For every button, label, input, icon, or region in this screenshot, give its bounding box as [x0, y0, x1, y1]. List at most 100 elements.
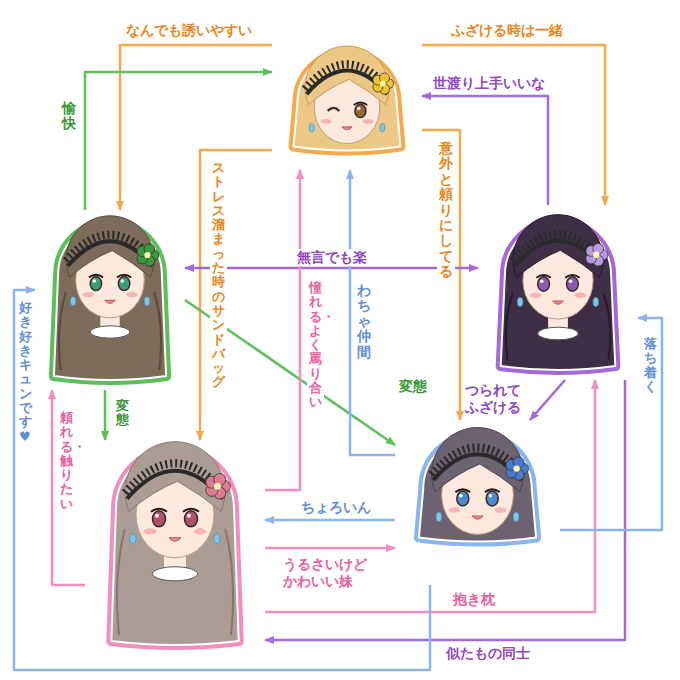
- headband: [515, 241, 601, 266]
- blush: [495, 507, 507, 513]
- blush: [321, 119, 332, 124]
- eye: [185, 511, 198, 527]
- blush: [449, 507, 461, 513]
- earring: [380, 124, 385, 132]
- eye-highlight: [155, 514, 159, 518]
- character-portrait: [85, 440, 265, 655]
- relation-arrow: [530, 380, 565, 420]
- headband: [433, 454, 521, 480]
- relation-label: 世渡り上手いいな: [432, 75, 546, 92]
- bangs: [305, 46, 389, 105]
- relation-label: 憧れる・よく罵り合い: [307, 280, 324, 411]
- flower-center: [214, 483, 221, 490]
- hair-strand: [59, 292, 66, 370]
- relation-arrow: [265, 380, 595, 612]
- relation-label: わちゃ仲間: [355, 282, 373, 361]
- earring: [144, 297, 149, 306]
- blush: [194, 528, 207, 534]
- character-portrait: [272, 35, 422, 170]
- eye-highlight: [357, 107, 360, 110]
- relation-label: なんでも誘いやすい: [125, 22, 253, 39]
- relation-label: 落ち着く: [642, 336, 659, 395]
- relation-label: 頼れる・触りたい: [58, 410, 75, 512]
- relation-label: 変態: [114, 398, 131, 429]
- eye: [486, 491, 498, 506]
- bangs: [432, 428, 524, 492]
- eye: [153, 511, 166, 527]
- collar: [90, 326, 130, 338]
- earring: [436, 512, 442, 521]
- eyelash: [117, 275, 131, 278]
- relation-label: 変態: [398, 378, 428, 395]
- relation-label: ストレス溜まった時のサンドバッグ: [210, 160, 227, 391]
- eyelash: [151, 509, 167, 512]
- relation-arrow: [185, 267, 478, 270]
- eye: [355, 104, 366, 117]
- flower-center: [380, 81, 386, 87]
- hair-strand: [225, 529, 233, 635]
- bangs: [125, 442, 225, 512]
- eye-highlight: [540, 280, 544, 284]
- headband: [68, 241, 152, 266]
- eye-highlight: [92, 279, 96, 283]
- relation-label: ちょろいん: [300, 499, 372, 516]
- relation-label: 似たもの同士: [445, 645, 531, 662]
- blush: [82, 292, 93, 297]
- character-illustration: [85, 440, 265, 655]
- hair-strand: [154, 292, 161, 370]
- flower-center: [593, 252, 599, 258]
- hair-strand: [506, 293, 513, 360]
- relation-arrow: [120, 45, 272, 210]
- relation-label: ふざける時は一緒: [450, 22, 564, 39]
- character-portrait: [478, 205, 638, 380]
- eye: [118, 277, 129, 291]
- relation-arrow: [52, 390, 85, 585]
- earring: [309, 124, 314, 132]
- eye: [457, 491, 469, 506]
- headband: [127, 471, 223, 499]
- earring: [518, 298, 523, 307]
- relation-arrow: [104, 390, 107, 440]
- relation-label: 抱き枕: [452, 591, 496, 608]
- character-illustration: [35, 210, 185, 390]
- blush: [530, 293, 542, 298]
- blush: [126, 292, 137, 297]
- character-illustration: [272, 35, 422, 170]
- eyelash: [455, 489, 470, 492]
- relation-label: 意外と頼りにしてる: [437, 140, 455, 281]
- blush: [363, 119, 374, 124]
- earring: [130, 534, 136, 544]
- character-illustration: [478, 205, 638, 380]
- eyelash: [565, 275, 579, 278]
- earring: [70, 297, 75, 306]
- character-portrait: [395, 420, 560, 585]
- eye-highlight: [569, 280, 573, 284]
- character-illustration: [395, 420, 560, 585]
- eye: [567, 277, 579, 291]
- relation-label: 好き好きキュンです♥: [17, 300, 34, 445]
- eye-highlight: [459, 494, 463, 498]
- bangs: [513, 215, 603, 278]
- relation-arrow: [422, 130, 460, 420]
- relation-arrow: [200, 150, 272, 440]
- headband: [307, 71, 388, 95]
- relation-label: つられて ふざける: [464, 382, 528, 416]
- eye-highlight: [187, 514, 191, 518]
- earring: [593, 298, 598, 307]
- relation-arrow: [265, 380, 625, 640]
- eye-highlight: [121, 279, 125, 283]
- eyelash: [536, 275, 550, 278]
- bangs: [66, 216, 154, 277]
- eyelash: [183, 509, 199, 512]
- collar: [538, 327, 579, 340]
- mouth: [105, 300, 116, 303]
- collar: [153, 567, 198, 581]
- relation-arrow: [350, 170, 395, 455]
- eyelash: [354, 103, 368, 106]
- relation-arrow: [85, 72, 272, 210]
- flower-center: [144, 252, 150, 258]
- earring: [214, 534, 220, 544]
- winking-eye: [328, 108, 340, 111]
- blush: [575, 293, 587, 298]
